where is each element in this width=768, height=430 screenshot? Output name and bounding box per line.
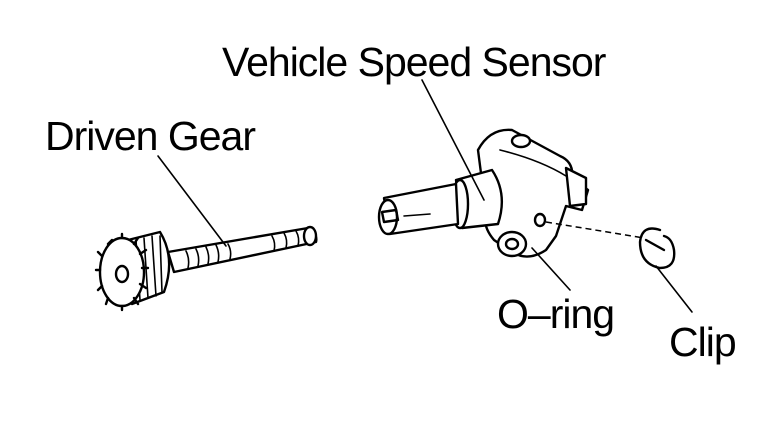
shaft-ring <box>271 235 276 252</box>
sensor-shaft-slot <box>380 208 400 224</box>
driven-gear-shaft-end <box>302 225 318 247</box>
shaft-ring <box>227 243 232 260</box>
clip-label: Clip <box>669 319 737 365</box>
clip-inner-bar <box>644 238 666 252</box>
vehicle-speed-sensor <box>377 128 590 258</box>
sensor-side-tab <box>564 166 588 208</box>
shaft-ring <box>195 248 200 267</box>
gear-center-hole <box>114 264 130 284</box>
shaft-ring <box>205 246 210 265</box>
sensor-shaft-end <box>377 198 399 236</box>
flange-hole <box>510 133 532 149</box>
flange-edge <box>499 149 567 177</box>
sensor-lower-boss-hole <box>504 237 520 251</box>
leader-clip <box>655 265 693 313</box>
sensor-shaft-flat <box>403 213 431 217</box>
vehicle-speed-sensor-label: Vehicle Speed Sensor <box>222 39 606 85</box>
shaft-ring <box>185 250 190 269</box>
clip-part <box>638 227 676 270</box>
driven-gear <box>94 225 318 312</box>
driven-gear-label: Driven Gear <box>45 113 256 159</box>
o-ring-label: O–ring <box>497 291 615 337</box>
clip-ring <box>638 227 676 270</box>
leader-vehicle-speed-sensor <box>421 79 485 201</box>
sensor-flange <box>476 128 590 258</box>
shaft-ring <box>215 244 220 263</box>
clip-pin-hole <box>533 212 547 228</box>
leader-driven-gear <box>157 155 227 247</box>
shaft-ring <box>295 230 300 247</box>
gear-face-teeth <box>94 232 150 312</box>
shaft-ring <box>283 232 288 249</box>
leader-o-ring <box>531 247 571 291</box>
driven-gear-shaft <box>166 226 318 274</box>
assembly-dashed-line <box>545 221 645 239</box>
